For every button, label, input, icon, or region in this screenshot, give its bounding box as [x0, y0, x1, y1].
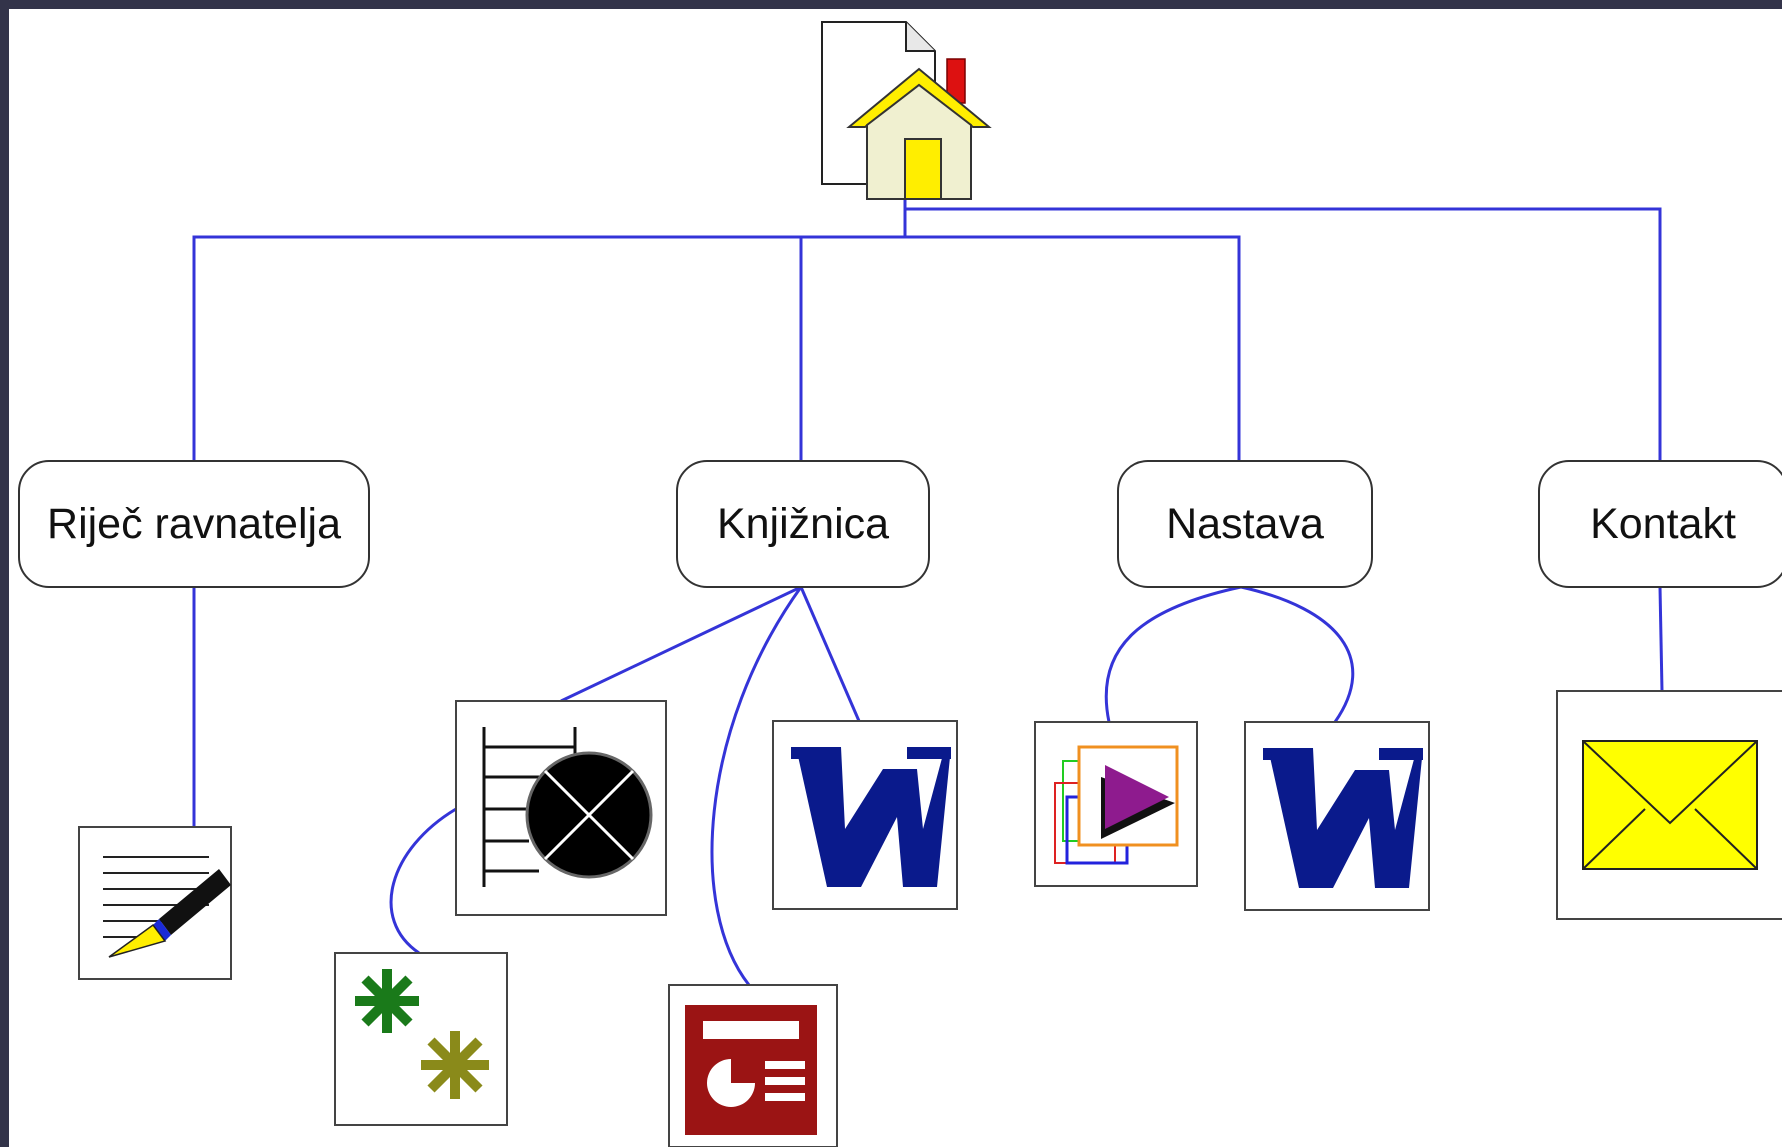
slide-pie — [707, 1059, 755, 1107]
connector-kontakt-mail — [1658, 586, 1664, 692]
icon-frame — [334, 952, 508, 1126]
page-fold — [905, 22, 935, 52]
box-knjiznica[interactable] — [676, 460, 930, 588]
w-letter — [1268, 748, 1423, 888]
envelope-body — [1582, 740, 1758, 870]
connector-nastava-word — [1240, 585, 1355, 723]
category-boxes — [18, 460, 1782, 588]
pen-document-icon[interactable] — [78, 826, 232, 980]
site-map-canvas: Riječ ravnatelja Knjižnica Nastava Konta… — [9, 9, 1782, 1147]
pen-nib — [108, 923, 167, 958]
ladder-lines — [482, 727, 577, 887]
house-door — [904, 138, 942, 200]
site-map-diagram — [18, 21, 1782, 1147]
play-triangle — [1105, 765, 1169, 829]
mail-envelope-icon[interactable] — [1556, 690, 1782, 920]
w-serifs — [1263, 748, 1423, 760]
box-nastava[interactable] — [1117, 460, 1373, 588]
word-document-icon[interactable] — [1244, 721, 1430, 911]
word-document-icon[interactable] — [772, 720, 958, 910]
olive-asterisk — [421, 1031, 489, 1099]
box-riječ-ravnatelja[interactable] — [18, 460, 370, 588]
w-letter — [796, 747, 951, 887]
connector-nastava-media — [1104, 585, 1242, 723]
connector-home-kontakt — [905, 207, 1662, 461]
circle-cross — [543, 769, 635, 861]
connector-db-asterisks — [389, 807, 457, 955]
slide-bullets — [765, 1061, 805, 1101]
pen-body — [159, 869, 231, 935]
text-lines — [103, 856, 209, 938]
media-slides-icon[interactable] — [1034, 721, 1198, 887]
presentation-icon[interactable] — [668, 984, 838, 1147]
connector-knjiznica-word — [799, 586, 861, 722]
connector-lines — [192, 199, 1664, 986]
connector-knjiznica-ppt — [710, 586, 803, 986]
green-asterisk — [355, 969, 419, 1033]
box-kontakt[interactable] — [1538, 460, 1782, 588]
envelope-flap — [1582, 740, 1758, 870]
connector-knjiznica-db — [560, 585, 802, 703]
home-page-icon[interactable] — [821, 21, 992, 200]
pen-band — [153, 919, 171, 941]
asterisks-icon[interactable] — [334, 952, 508, 1126]
database-catalog-icon[interactable] — [455, 700, 667, 916]
w-serifs — [791, 747, 951, 759]
connector-home-riječ — [192, 235, 905, 461]
slide-title-bar — [703, 1021, 799, 1039]
roof — [846, 67, 992, 128]
connector-home-nastava — [905, 235, 1241, 461]
